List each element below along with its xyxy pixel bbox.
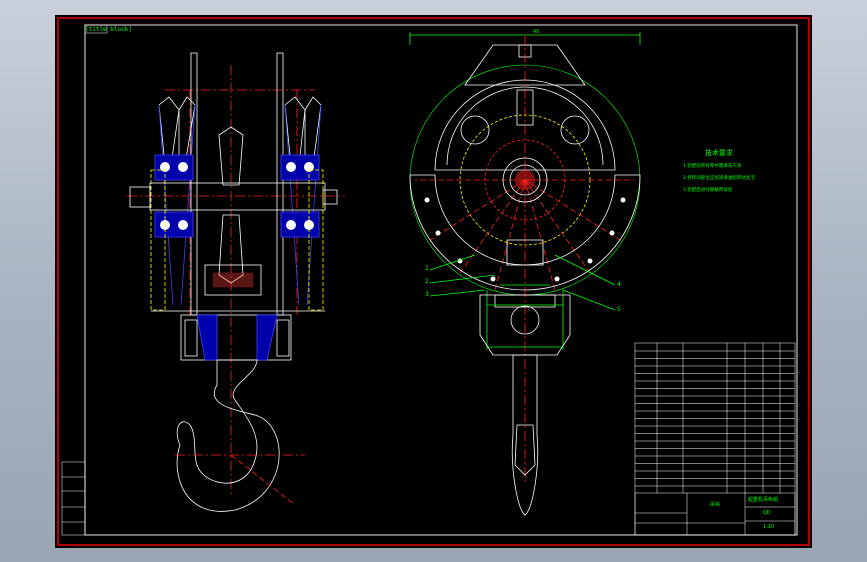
tech-note-3: 3.装配后进行静载荷试验 bbox=[683, 188, 733, 193]
cad-drawing: 45 bbox=[57, 17, 810, 546]
callout-5: 5 bbox=[617, 306, 621, 313]
title-block-label-b: QD bbox=[763, 510, 771, 516]
tech-note-1: 1.装配前所有零件需清洗干净 bbox=[683, 164, 742, 169]
title-block-name: 吊钩 bbox=[710, 502, 721, 508]
sheet-tag-box bbox=[84, 24, 108, 34]
callout-4: 4 bbox=[617, 281, 621, 288]
right-view: 45 bbox=[409, 29, 641, 516]
callout-2: 2 bbox=[425, 278, 429, 285]
sheet-tag: [title block] bbox=[85, 26, 132, 33]
outer-frame bbox=[57, 17, 810, 546]
title-block-label-a: 起重机吊钩组 bbox=[748, 497, 779, 503]
cad-viewport[interactable]: 45 bbox=[55, 15, 812, 548]
title-block-scale: 1:10 bbox=[763, 524, 775, 530]
callout-1: 1 bbox=[425, 265, 429, 272]
parts-list bbox=[634, 342, 796, 536]
tech-requirements-title: 技术要求 bbox=[705, 149, 733, 157]
left-view bbox=[127, 52, 345, 512]
inner-frame bbox=[84, 24, 798, 536]
svg-text:45: 45 bbox=[533, 29, 539, 35]
callout-3: 3 bbox=[425, 291, 429, 298]
revision-strip bbox=[61, 461, 86, 536]
tech-note-2: 2.各转动部位应加润滑油脂转动灵活 bbox=[683, 176, 755, 181]
